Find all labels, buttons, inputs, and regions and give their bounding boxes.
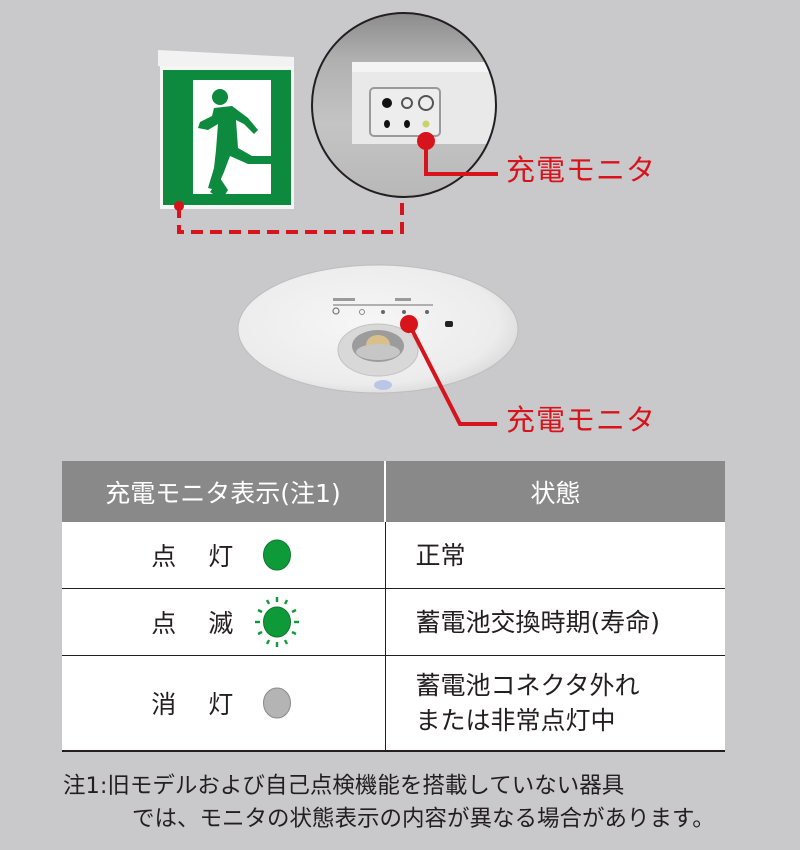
charge-monitor-label-top: 充電モニタ <box>506 153 657 187</box>
indicator-label: 点 灯 <box>151 542 246 571</box>
emergency-downlight <box>237 264 519 394</box>
status-cell: 正常 <box>385 522 725 589</box>
status-cell: 蓄電池交換時期(寿命) <box>385 588 725 656</box>
charge-monitor-status-table: 充電モニタ表示(注1) 状態 点 灯 正常 点 滅 <box>62 461 725 752</box>
dashed-connector <box>174 197 404 234</box>
footnote-line2: では、モニタの状態表示の内容が異なる場合があります。 <box>132 806 715 832</box>
status-cell: 蓄電池コネクタ外れ または非常点灯中 <box>385 655 725 752</box>
indicator-label: 点 滅 <box>151 609 246 638</box>
status-text: 正常 <box>415 540 466 570</box>
indicator-cell: 点 滅 <box>62 588 386 656</box>
indicator-label: 消 灯 <box>151 690 246 719</box>
footnote-line1: 注1:旧モデルおよび自己点検機能を搭載していない器具 <box>63 773 625 799</box>
charge-monitor-callout-top-line <box>417 132 498 176</box>
status-text: 蓄電池交換時期(寿命) <box>415 607 661 637</box>
table-row: 点 灯 正常 <box>62 522 725 589</box>
header-monitor-display: 充電モニタ表示(注1) <box>62 461 386 522</box>
lamp-green-blinking-icon <box>255 597 300 647</box>
status-text-line1: 蓄電池コネクタ外れ <box>415 671 640 700</box>
table-row: 点 滅 <box>62 588 725 656</box>
exit-sign-illustration <box>158 12 519 426</box>
table-row: 消 灯 蓄電池コネクタ外れ または非常点灯中 <box>62 655 725 752</box>
exit-sign <box>158 50 294 209</box>
status-text-line2: または非常点灯中 <box>415 706 616 735</box>
charge-monitor-zoom-circle <box>311 12 497 198</box>
indicator-cell: 点 灯 <box>62 522 386 589</box>
header-status: 状態 <box>385 461 725 522</box>
running-man-exit-icon <box>198 89 276 200</box>
table-header-row: 充電モニタ表示(注1) 状態 <box>62 461 725 522</box>
charge-monitor-label-bottom: 充電モニタ <box>506 403 657 437</box>
indicator-cell: 消 灯 <box>62 655 386 752</box>
lamp-green-solid-icon <box>263 539 292 571</box>
lamp-gray-off-icon <box>263 687 292 719</box>
footnote: 注1:旧モデルおよび自己点検機能を搭載していない器具 では、モニタの状態表示の内… <box>63 770 715 836</box>
charge-monitor-callout-bottom-line <box>400 315 497 426</box>
